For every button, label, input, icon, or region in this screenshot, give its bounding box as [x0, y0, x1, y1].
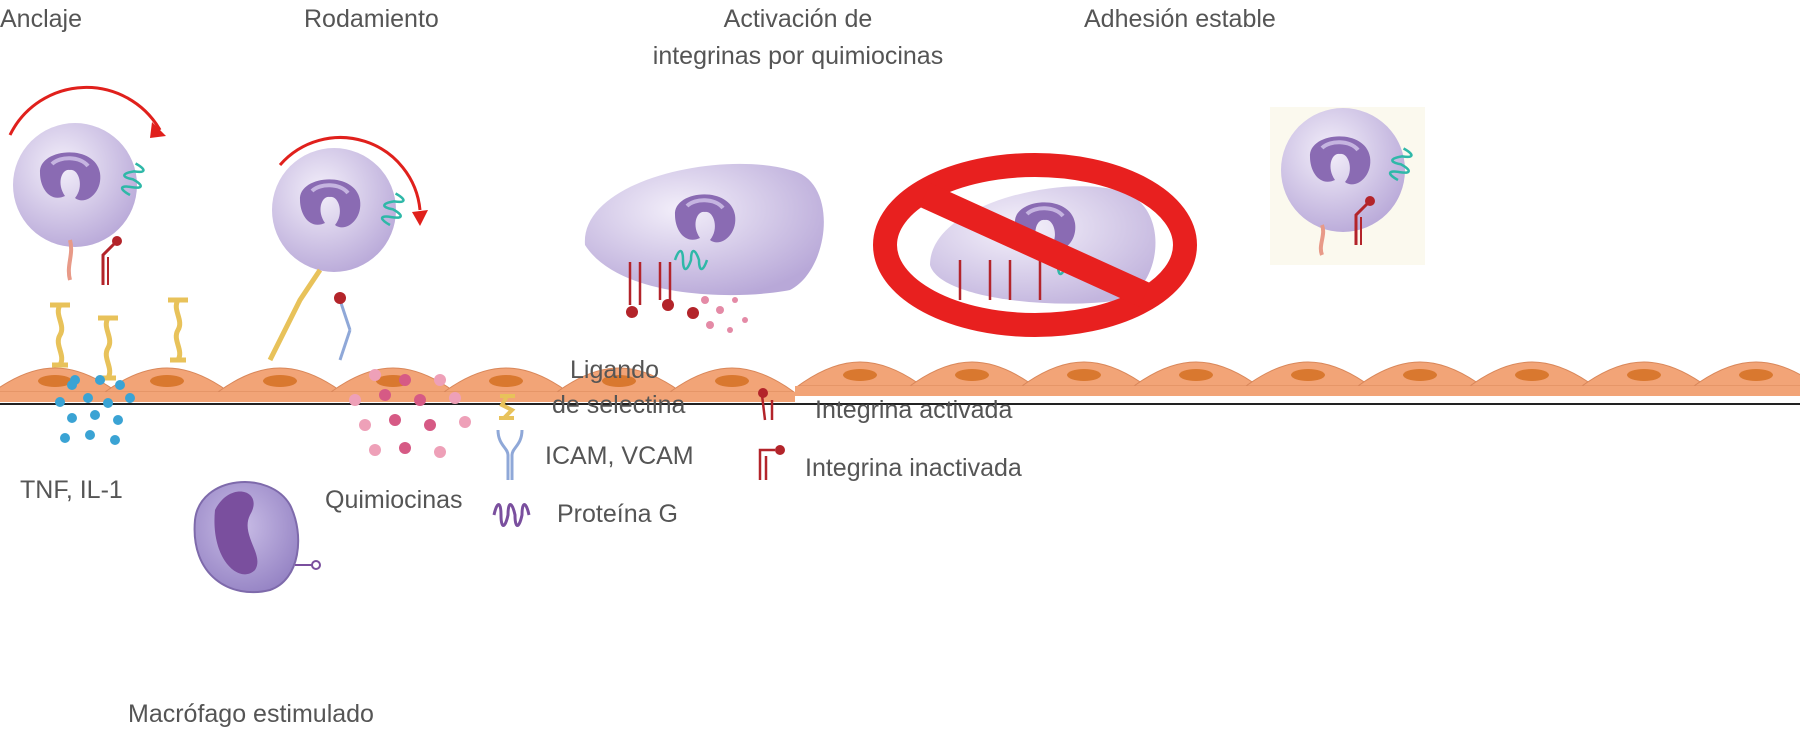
selectin-ligand-icon — [499, 394, 516, 420]
cytokine-dots-icon — [55, 375, 135, 445]
chemokine-dots-icon — [349, 369, 471, 458]
label-selectin-ligand-line2: de selectina — [552, 391, 686, 419]
stage-title-rolling: Rodamiento — [304, 5, 439, 33]
label-g-protein: Proteína G — [557, 500, 678, 528]
leukocyte-activation — [584, 163, 824, 333]
macrophage-icon — [193, 481, 321, 594]
stage-title-adhesion: Adhesión estable — [1084, 5, 1276, 33]
rotation-arrow-icon — [278, 136, 422, 211]
leukocyte-rolling — [267, 136, 428, 362]
leukocyte-anchoring — [8, 85, 188, 378]
icam-vcam-icon — [496, 429, 524, 480]
label-icam-vcam: ICAM, VCAM — [545, 442, 694, 470]
stage-title-activation-line1: Activación de — [724, 5, 873, 33]
label-chemokines: Quimiocinas — [325, 486, 463, 514]
integrin-inactive-icon — [758, 445, 785, 480]
endothelium — [0, 361, 1800, 405]
rotation-arrow-icon — [8, 85, 162, 136]
label-cytokines: TNF, IL-1 — [20, 476, 123, 504]
prohibited-icon — [873, 153, 1197, 337]
label-selectin-ligand-line1: Ligando — [570, 356, 659, 384]
label-integrin-active: Integrina activada — [815, 396, 1012, 424]
leukocyte-detached — [1270, 107, 1425, 265]
label-macrophage: Macrófago estimulado — [128, 700, 374, 728]
integrin-active-icon — [758, 388, 774, 421]
stage-title-activation-line2: integrinas por quimiocinas — [653, 42, 943, 70]
g-protein-icon — [492, 503, 531, 527]
label-integrin-inactive: Integrina inactivada — [805, 454, 1022, 482]
stage-title-anchoring: Anclaje — [0, 5, 82, 33]
